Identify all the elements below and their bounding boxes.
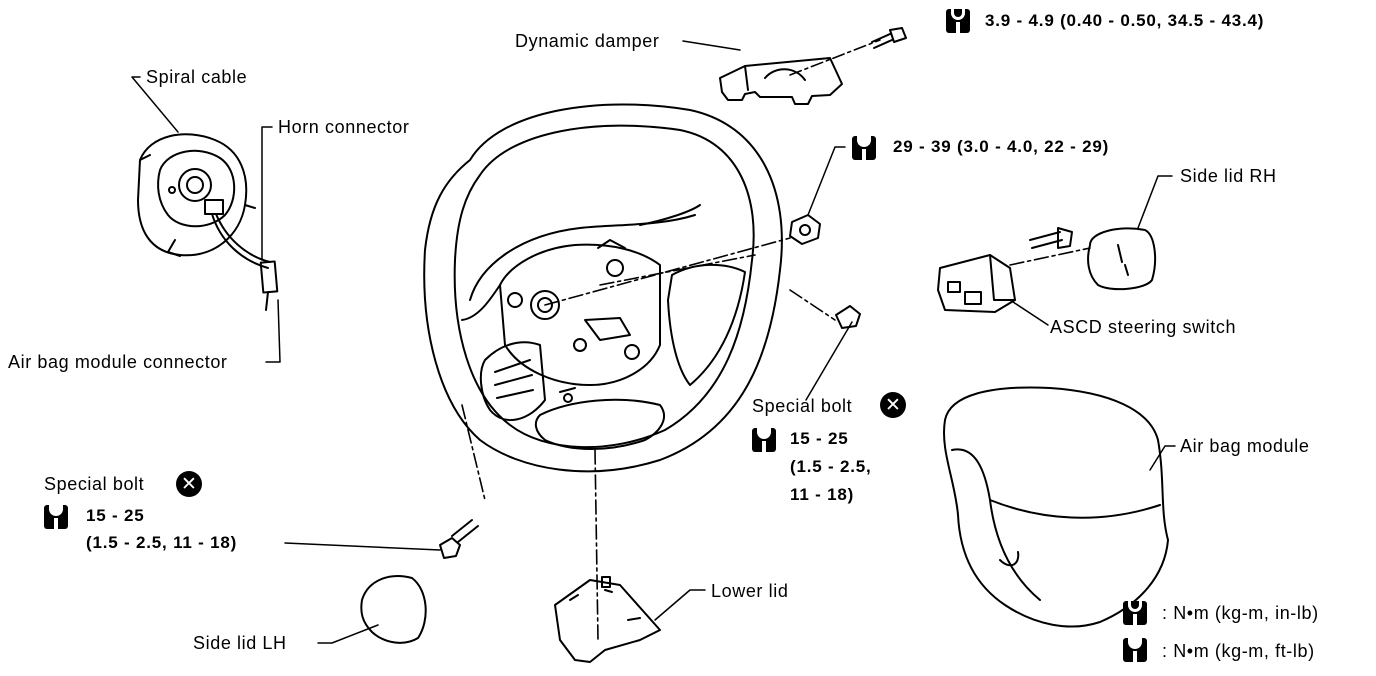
wheel-nut-torque: 29 - 39 (3.0 - 4.0, 22 - 29) (893, 137, 1110, 156)
dynamic-damper-part (719, 27, 907, 105)
wheel-nut-part (789, 214, 821, 245)
right-bolt-torque-line3: 11 - 18) (790, 485, 855, 504)
ascd-switch-part (937, 227, 1073, 313)
left-bolt-torque-line2: (1.5 - 2.5, 11 - 18) (86, 533, 238, 552)
right-bolt-torque-line1: 15 - 25 (790, 429, 849, 448)
dynamic-damper-label: Dynamic damper (515, 31, 660, 51)
right-bolt-torque-line2: (1.5 - 2.5, (790, 457, 872, 476)
center-lines (461, 237, 1091, 641)
steering-wheel (423, 103, 783, 473)
spiral-cable-part (137, 133, 279, 311)
torque-wrench-icon (852, 136, 876, 160)
side-lid-rh-label: Side lid RH (1180, 166, 1277, 186)
air-bag-module-connector-label: Air bag module connector (8, 352, 228, 372)
left-special-bolt-part (439, 519, 479, 559)
torque-wrench-icon (44, 505, 68, 529)
air-bag-module-part (943, 386, 1169, 628)
right-special-bolt-part (835, 305, 861, 329)
torque-wrench-icon (752, 428, 776, 452)
torque-wrench-icon (1123, 601, 1147, 625)
side-lid-rh-part (1087, 227, 1157, 291)
damper-bolt-torque: 3.9 - 4.9 (0.40 - 0.50, 34.5 - 43.4) (985, 11, 1265, 30)
x-circle-icon: ✕ (176, 471, 202, 497)
special-bolt-left-label: Special bolt (44, 474, 145, 494)
horn-connector-label: Horn connector (278, 117, 410, 137)
side-lid-lh-label: Side lid LH (193, 633, 287, 653)
side-lid-lh-part (360, 575, 427, 644)
torque-wrench-icon (1123, 638, 1147, 662)
x-circle-icon: ✕ (880, 392, 906, 418)
air-bag-module-label: Air bag module (1180, 436, 1310, 456)
special-bolt-right-label: Special bolt (752, 396, 853, 416)
lower-lid-part (554, 576, 661, 663)
left-bolt-torque-line1: 15 - 25 (86, 506, 145, 525)
torque-wrench-icon (946, 9, 970, 33)
legend-inlb: : N•m (kg-m, in-lb) (1162, 603, 1319, 623)
spiral-cable-label: Spiral cable (146, 67, 248, 87)
lower-lid-label: Lower lid (711, 581, 789, 601)
ascd-steering-switch-label: ASCD steering switch (1050, 317, 1237, 337)
legend-ftlb: : N•m (kg-m, ft-lb) (1162, 641, 1315, 661)
